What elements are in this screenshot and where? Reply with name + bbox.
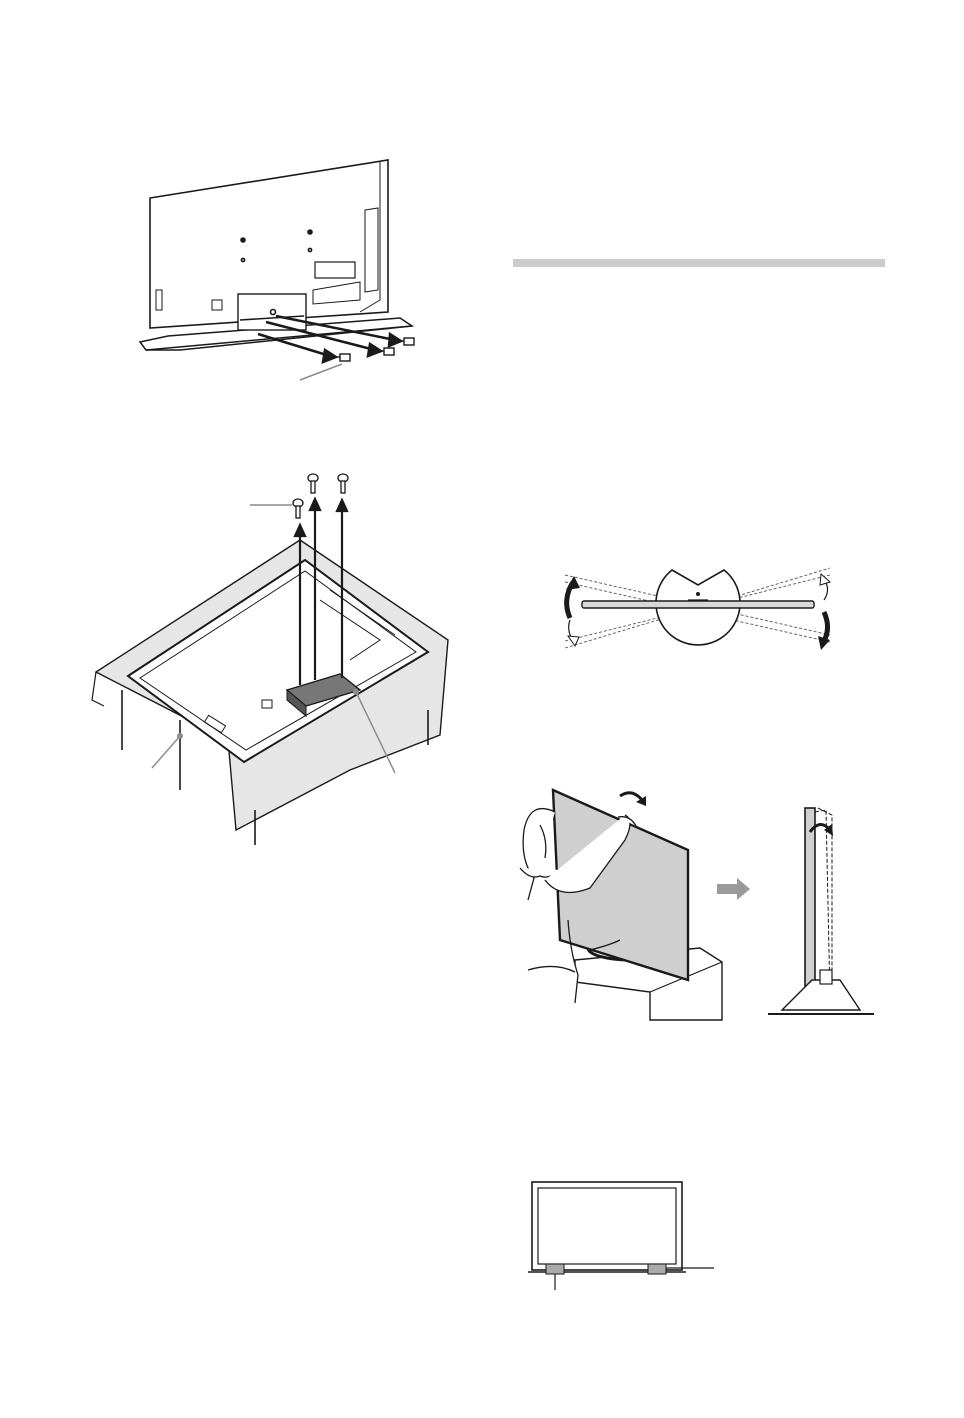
swivel-arrow-right — [818, 574, 830, 650]
callout-line — [300, 364, 342, 380]
callout-line — [152, 736, 180, 768]
screw-icon — [308, 474, 318, 493]
section-header-bar — [513, 259, 885, 267]
tv-facedown-stand-removal-figure — [88, 465, 460, 850]
tv-front-screen — [538, 1188, 676, 1264]
swivel-arrow-left — [566, 576, 580, 646]
screw-icon — [293, 499, 303, 518]
tv-rear-stand-screws-figure — [130, 150, 430, 390]
swivel-angle-figure — [555, 560, 840, 660]
tv-side-view — [768, 808, 874, 1014]
screw-icon — [338, 474, 348, 493]
cushion-pads-front-figure — [525, 1178, 720, 1293]
screw-icon — [336, 354, 350, 361]
tilt-adjustment-figure — [515, 780, 880, 1025]
tv-panel-top — [582, 601, 814, 608]
screw-icon — [400, 338, 414, 345]
cushion-pad — [546, 1264, 564, 1274]
screw-icon — [380, 348, 394, 355]
gray-arrow-icon — [717, 878, 750, 900]
cushion-pad — [648, 1264, 666, 1274]
